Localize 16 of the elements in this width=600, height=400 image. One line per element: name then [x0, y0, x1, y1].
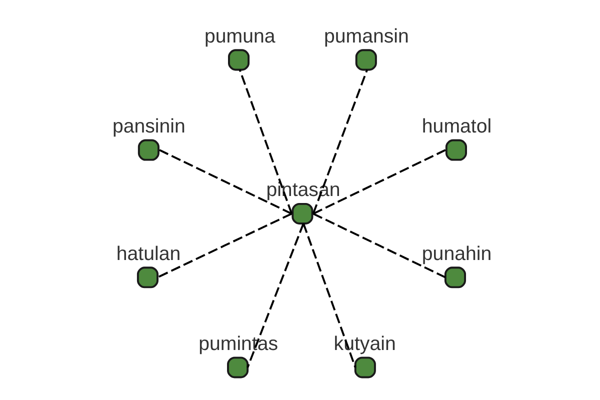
node-label: pansinin	[112, 115, 185, 138]
node-label: punahin	[421, 242, 492, 265]
connector	[238, 69, 292, 214]
connector	[158, 149, 292, 215]
node-label: pumuna	[204, 25, 275, 48]
node-label: pintasan	[266, 179, 340, 202]
node-label: humatol	[421, 115, 492, 138]
node-label: pumansin	[324, 25, 408, 48]
connector	[312, 212, 446, 278]
node-label: pumintas	[198, 332, 278, 355]
connector	[302, 223, 356, 368]
connector	[246, 223, 304, 368]
node-label: hatulan	[116, 242, 180, 265]
connector	[312, 149, 446, 215]
connector	[312, 69, 368, 214]
connector	[156, 212, 292, 278]
